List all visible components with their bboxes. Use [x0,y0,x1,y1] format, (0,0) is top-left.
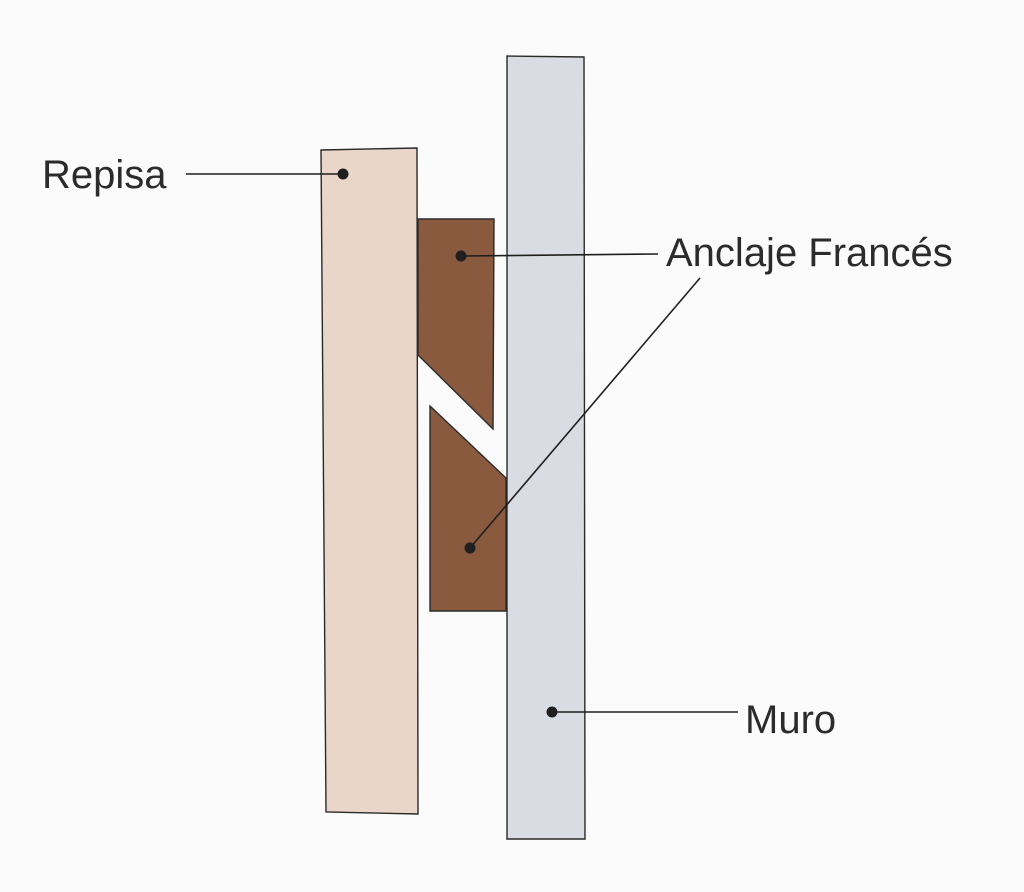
cleat-lower-piece [429,404,507,612]
cleat-label: Anclaje Francés [666,231,953,275]
wall-board [506,55,586,840]
wall-label: Muro [745,698,836,742]
cleat-upper-leader-line [460,253,659,257]
cleat-lower-leader-line [469,277,701,549]
shelf-leader-dot [337,168,349,180]
wall-leader-dot [546,706,558,718]
shelf-label: Repisa [42,153,167,197]
cleat-lower-leader-dot [464,542,476,554]
shelf-board [320,147,419,815]
cleat-upper-leader-dot [455,250,467,262]
cleat-upper-piece [417,218,495,431]
